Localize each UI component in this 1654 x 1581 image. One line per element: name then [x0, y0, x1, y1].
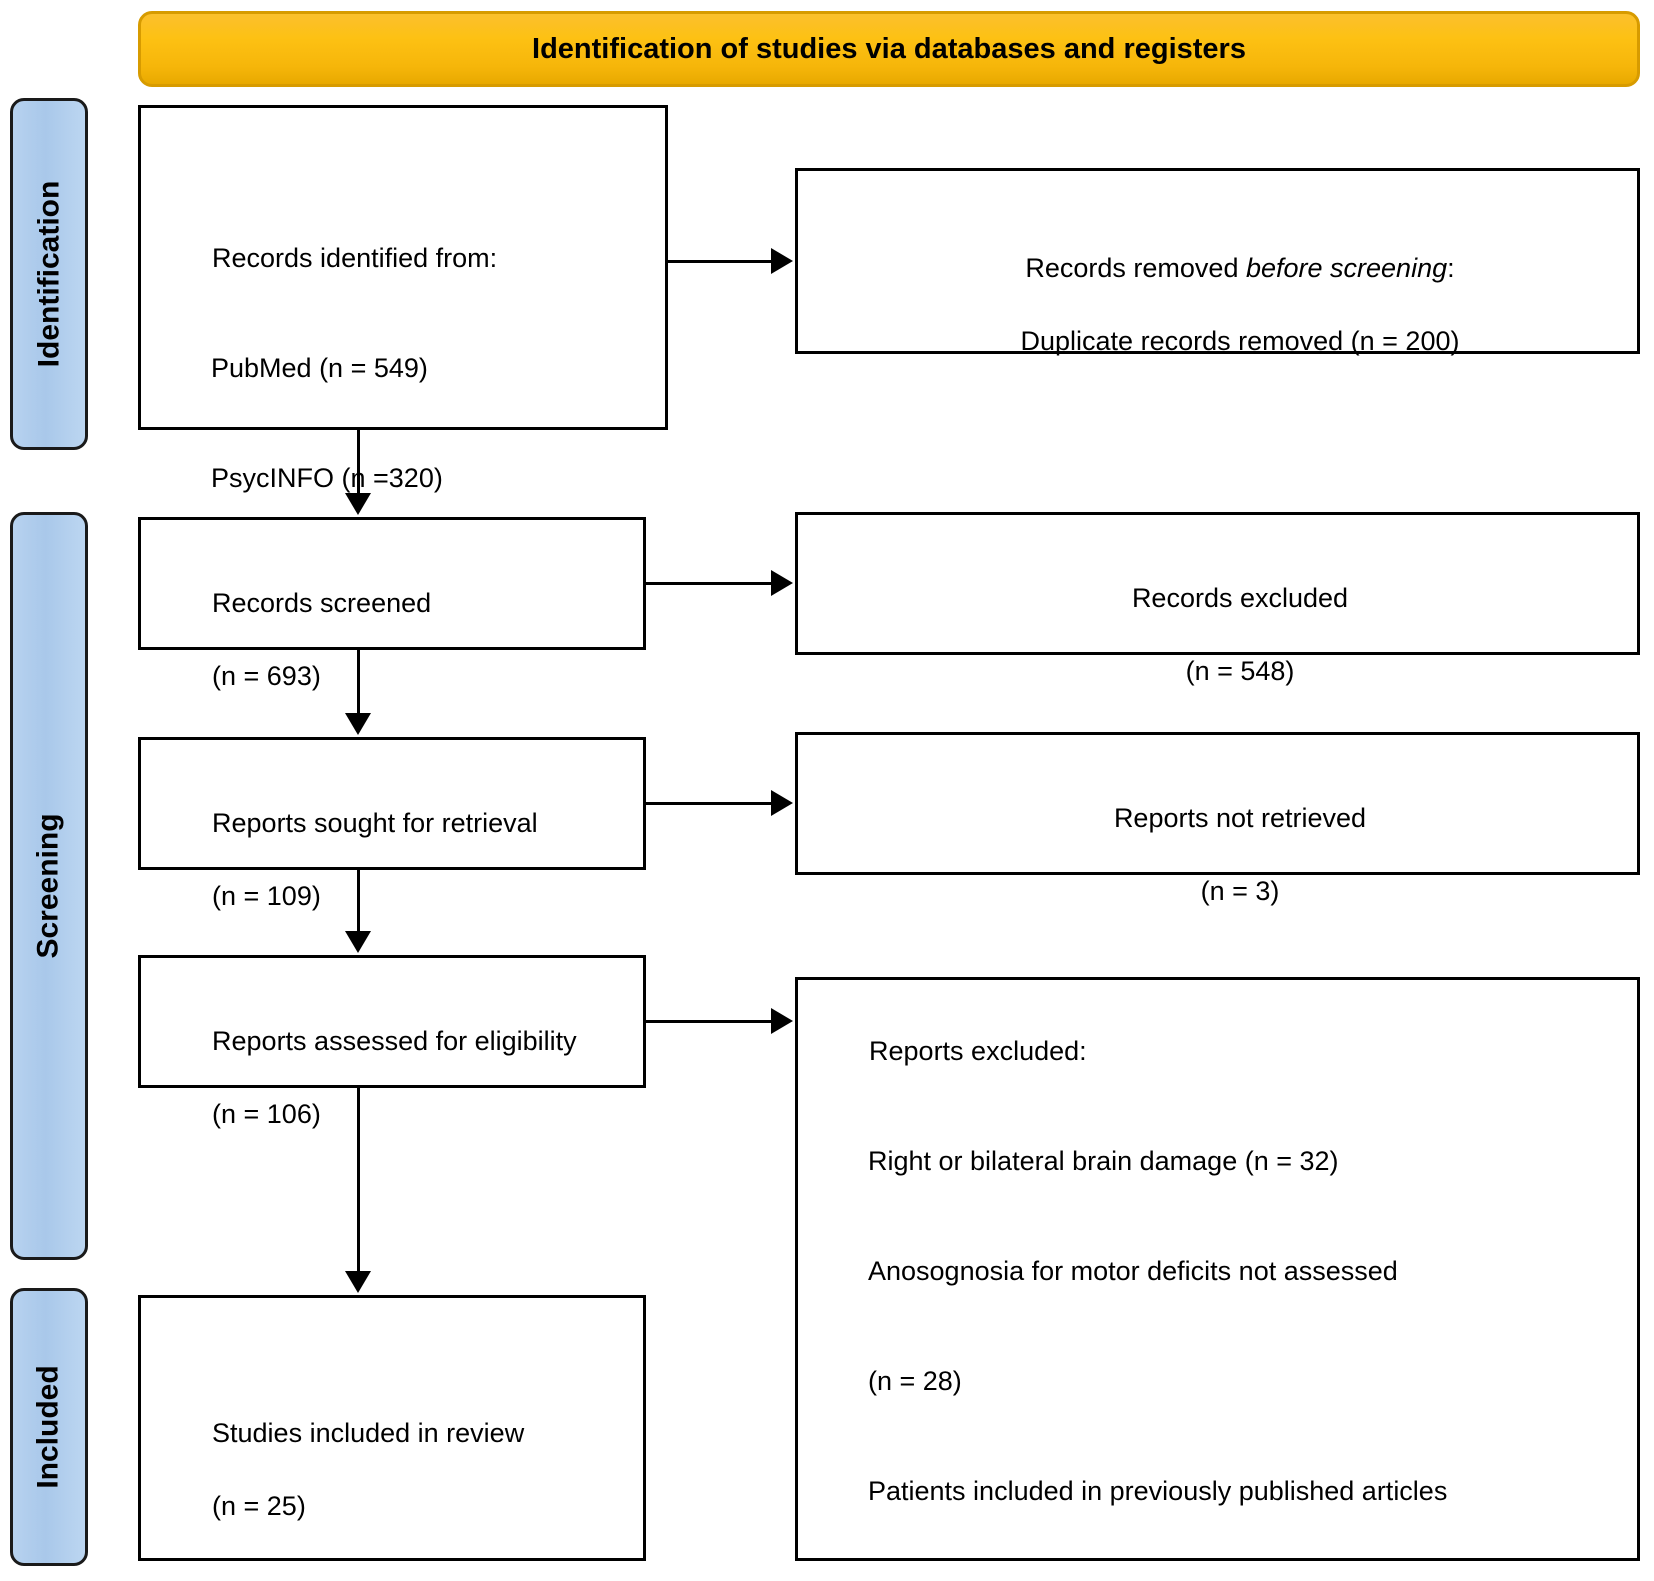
connector-assessed-to-reports-excluded-line: [646, 1020, 773, 1023]
connector-screened-to-sought-line: [357, 650, 360, 715]
stage-label-included: Included: [32, 1365, 65, 1489]
studies-included-text: Studies included in review (n = 25): [167, 1378, 524, 1562]
stage-bar-included: Included: [10, 1288, 88, 1566]
reports-assessed-text: Reports assessed for eligibility (n = 10…: [167, 986, 577, 1170]
connector-identified-to-removed-arrow: [771, 248, 793, 274]
reports-not-retrieved-count: (n = 3): [1200, 876, 1280, 907]
stage-bar-screening: Screening: [10, 512, 88, 1260]
box-studies-included: Studies included in review (n = 25): [138, 1295, 646, 1561]
header-banner-title: Identification of studies via databases …: [532, 32, 1246, 65]
records-screened-count: (n = 693): [212, 661, 321, 692]
box-reports-not-retrieved: Reports not retrieved (n = 3): [795, 732, 1640, 906]
reports-excluded-reason-3: Patients included in previously publishe…: [868, 1476, 1448, 1507]
box-records-identified: Records identified from: PubMed (n = 549…: [138, 105, 668, 603]
header-banner: Identification of studies via databases …: [138, 11, 1640, 87]
reports-excluded-reason-1: Anosognosia for motor deficits not asses…: [868, 1256, 1398, 1287]
records-removed-line1-italic: before screening: [1245, 252, 1448, 283]
connector-assessed-to-included-line: [357, 1088, 360, 1273]
records-removed-line1-suffix: :: [1447, 252, 1455, 283]
records-removed-line1-prefix: Records removed: [1025, 252, 1246, 283]
reports-sought-title: Reports sought for retrieval: [212, 807, 538, 838]
stage-label-screening: Screening: [32, 813, 65, 959]
reports-not-retrieved-text: Reports not retrieved (n = 3): [798, 763, 1637, 947]
box-reports-assessed: Reports assessed for eligibility (n = 10…: [138, 955, 646, 1129]
connector-identified-to-screened-line: [357, 430, 360, 495]
connector-sought-to-not-retrieved-arrow: [771, 790, 793, 816]
records-screened-text: Records screened (n = 693): [167, 548, 431, 732]
connector-identified-to-removed-line: [668, 260, 773, 263]
reports-excluded-title: Reports excluded:: [869, 1035, 1087, 1066]
connector-screened-to-excluded-line: [646, 582, 773, 585]
records-excluded-title: Records excluded: [1131, 582, 1349, 613]
reports-excluded-reason-0: Right or bilateral brain damage (n = 32): [868, 1145, 1339, 1176]
box-reports-sought: Reports sought for retrieval (n = 109): [138, 737, 646, 911]
stage-bar-identification: Identification: [10, 98, 88, 450]
records-excluded-text: Records excluded (n = 548): [798, 543, 1637, 727]
connector-sought-to-not-retrieved-line: [646, 802, 773, 805]
reports-excluded-text: Reports excluded: Right or bilateral bra…: [824, 996, 1631, 1581]
connector-assessed-to-included-arrow: [345, 1271, 371, 1293]
connector-screened-to-sought-arrow: [345, 713, 371, 735]
studies-included-title: Studies included in review: [212, 1417, 525, 1448]
records-excluded-count: (n = 548): [1185, 656, 1295, 687]
studies-included-count: (n = 25): [212, 1491, 306, 1522]
connector-screened-to-excluded-arrow: [771, 570, 793, 596]
reports-sought-count: (n = 109): [212, 881, 321, 912]
connector-sought-to-assessed-line: [357, 870, 360, 933]
connector-assessed-to-reports-excluded-arrow: [771, 1008, 793, 1034]
records-identified-source-psycinfo: PsycINFO (n =320): [211, 463, 443, 494]
stage-label-identification: Identification: [32, 180, 66, 368]
connector-sought-to-assessed-arrow: [345, 931, 371, 953]
box-reports-excluded: Reports excluded: Right or bilateral bra…: [795, 977, 1640, 1561]
reports-excluded-reason-2: (n = 28): [868, 1366, 962, 1397]
box-records-screened: Records screened (n = 693): [138, 517, 646, 691]
reports-assessed-title: Reports assessed for eligibility: [212, 1025, 577, 1056]
box-records-excluded: Records excluded (n = 548): [795, 512, 1640, 686]
reports-not-retrieved-title: Reports not retrieved: [1113, 802, 1367, 833]
records-identified-source-pubmed: PubMed (n = 549): [211, 352, 428, 383]
records-removed-text: Records removed before screening: Duplic…: [798, 213, 1637, 397]
records-screened-title: Records screened: [212, 587, 432, 618]
reports-assessed-count: (n = 106): [212, 1099, 321, 1130]
records-identified-title: Records identified from:: [212, 242, 498, 273]
connector-identified-to-screened-arrow: [345, 493, 371, 515]
box-records-removed: Records removed before screening: Duplic…: [795, 168, 1640, 356]
reports-sought-text: Reports sought for retrieval (n = 109): [167, 768, 538, 952]
records-removed-line2: Duplicate records removed (n = 200): [1020, 326, 1460, 357]
